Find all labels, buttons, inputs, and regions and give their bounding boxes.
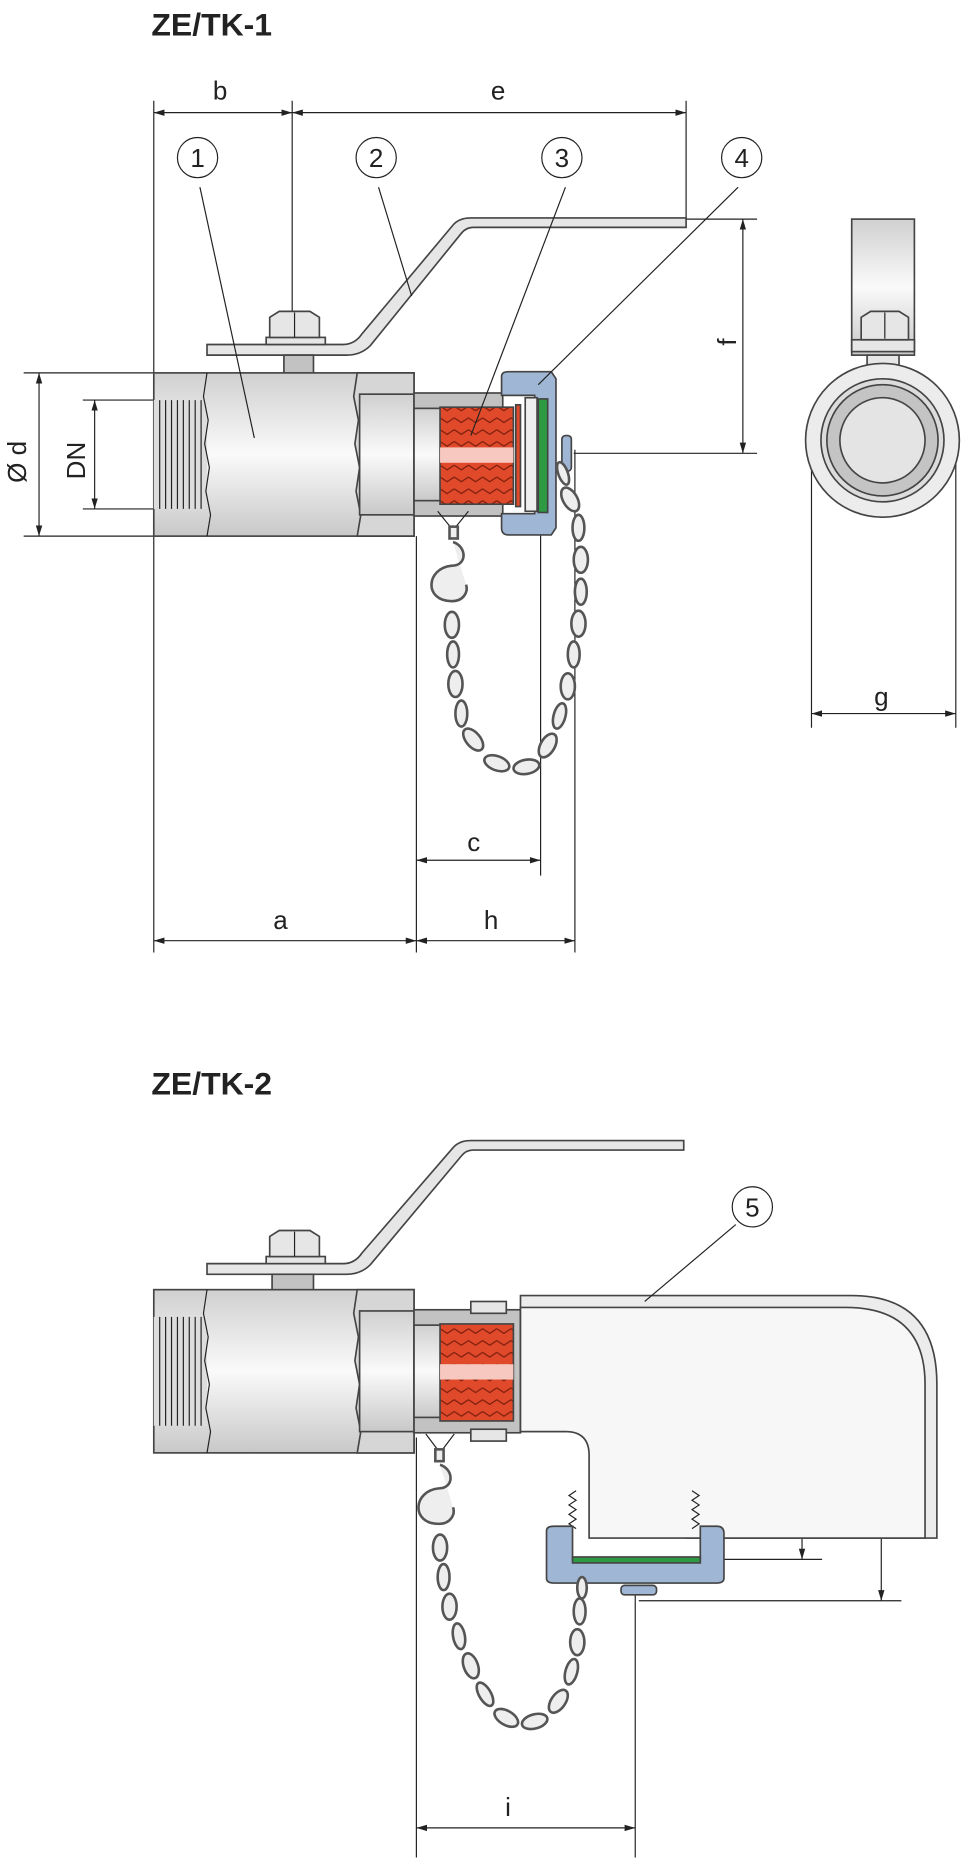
figure-ze-tk-1: ZE/TK-1 b e f bbox=[2, 7, 961, 953]
dimension-f: f bbox=[712, 219, 747, 454]
valve-body bbox=[152, 1288, 415, 1454]
svg-text:h: h bbox=[484, 905, 498, 935]
svg-text:c: c bbox=[467, 827, 480, 857]
svg-text:a: a bbox=[273, 905, 288, 935]
svg-text:4: 4 bbox=[734, 143, 748, 173]
adapter bbox=[413, 1300, 522, 1442]
svg-text:Ø d: Ø d bbox=[2, 441, 32, 483]
svg-text:i: i bbox=[505, 1792, 511, 1822]
dimension-b: b bbox=[153, 76, 293, 116]
lever-handle bbox=[206, 1139, 685, 1292]
side-view bbox=[804, 218, 961, 519]
svg-text:2: 2 bbox=[369, 143, 383, 173]
dimension-diameter-d: Ø d bbox=[2, 372, 43, 537]
svg-text:f: f bbox=[712, 338, 742, 346]
dimension-dn: DN bbox=[61, 400, 98, 509]
dimension-i: i bbox=[416, 1792, 636, 1832]
balloon-3: 3 bbox=[470, 136, 583, 436]
dimension-e: e bbox=[292, 76, 687, 116]
dimension-g: g bbox=[811, 681, 956, 717]
svg-text:b: b bbox=[213, 76, 227, 106]
svg-text:3: 3 bbox=[555, 143, 569, 173]
chain-links bbox=[443, 460, 590, 776]
figure-title: ZE/TK-2 bbox=[151, 1065, 272, 1101]
svg-text:5: 5 bbox=[745, 1192, 759, 1222]
chain bbox=[430, 460, 590, 776]
figure-ze-tk-2: ZE/TK-2 k l i bbox=[151, 1065, 938, 1858]
dimension-a: a bbox=[153, 905, 417, 944]
balloon-2: 2 bbox=[355, 136, 413, 297]
thread-left bbox=[153, 400, 208, 509]
svg-text:g: g bbox=[874, 681, 888, 711]
dimension-h: h bbox=[416, 905, 575, 944]
dimension-c: c bbox=[416, 827, 541, 864]
svg-text:DN: DN bbox=[61, 442, 91, 480]
svg-text:e: e bbox=[491, 76, 505, 106]
chain bbox=[417, 1433, 589, 1731]
balloon-4: 4 bbox=[537, 136, 763, 386]
chain-links bbox=[431, 1533, 589, 1731]
cap-nut bbox=[500, 370, 573, 536]
balloon-5: 5 bbox=[644, 1186, 774, 1302]
elbow-pipe bbox=[519, 1294, 938, 1539]
svg-text:1: 1 bbox=[190, 143, 204, 173]
filter-insert bbox=[439, 403, 522, 508]
valve-body bbox=[152, 372, 415, 537]
cap-nut bbox=[545, 1525, 725, 1596]
balloon-1: 1 bbox=[176, 136, 255, 439]
figure-title: ZE/TK-1 bbox=[151, 7, 272, 43]
lever-handle bbox=[206, 217, 687, 375]
